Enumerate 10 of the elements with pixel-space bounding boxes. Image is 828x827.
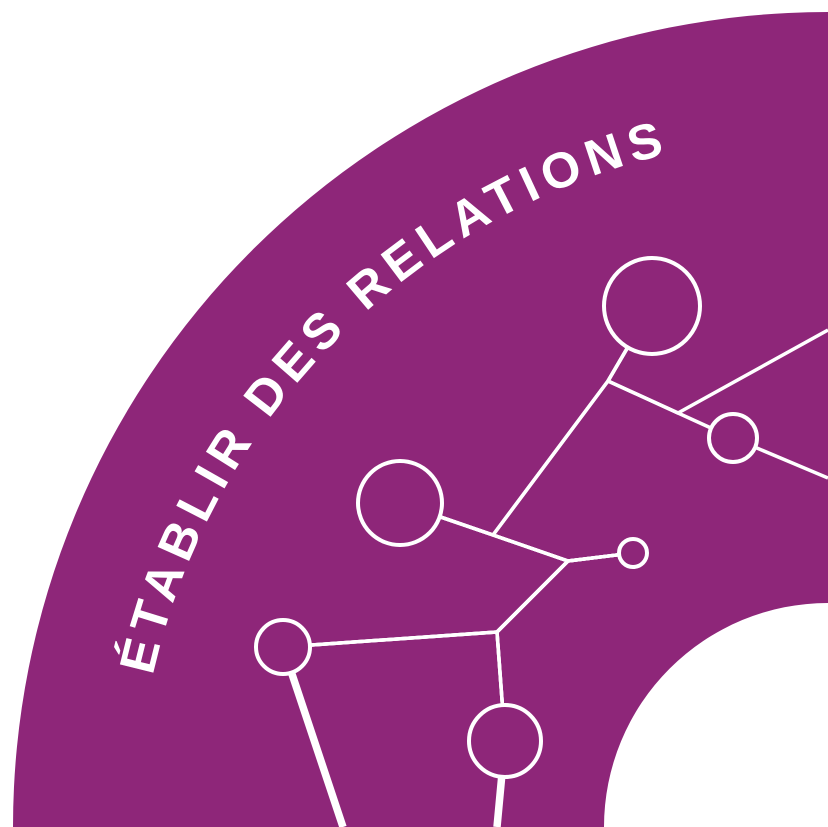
connector-line [493, 776, 506, 827]
connector-line [606, 328, 828, 415]
connector-line [310, 630, 504, 706]
node-circle [467, 703, 543, 779]
node-circle [254, 618, 312, 676]
connector-line [754, 446, 828, 480]
node-circle [617, 537, 649, 569]
connector-line [288, 671, 347, 827]
ring-band [13, 12, 828, 827]
node-circle [356, 459, 444, 547]
